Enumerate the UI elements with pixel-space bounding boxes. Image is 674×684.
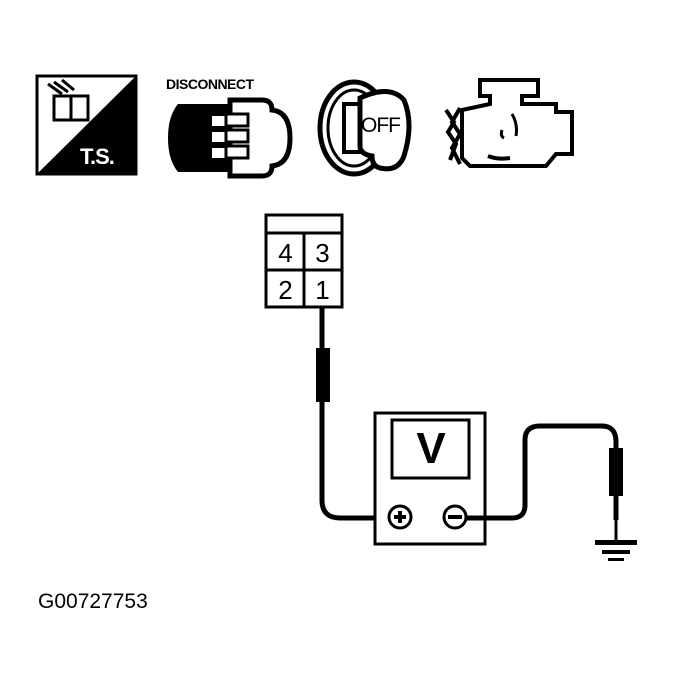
voltmeter-display: V [416,424,446,473]
connector-pin-3: 3 [315,237,330,268]
off-label: OFF [361,114,401,137]
negative-terminal [444,506,466,528]
connector-pin-2: 2 [278,274,293,305]
troubleshooting-label: T.S. [80,144,115,169]
connector-pin-1: 1 [315,274,330,305]
connector-pin-4: 4 [278,237,293,268]
positive-terminal [389,506,411,528]
figure-id: G00727753 [38,590,148,613]
disconnect-label: DISCONNECT [166,76,254,92]
